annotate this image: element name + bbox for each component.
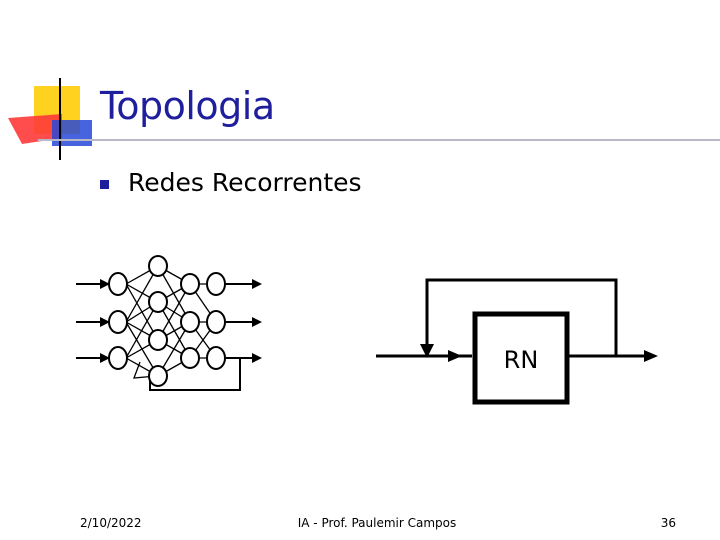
bullet-square-icon (100, 180, 109, 189)
hidden-neuron (180, 347, 200, 369)
title-underline (38, 139, 720, 141)
rn-block (472, 311, 570, 405)
output-arrowhead (644, 350, 658, 362)
hidden-neuron (148, 329, 168, 351)
hidden-neuron (148, 255, 168, 277)
deco-blue-square (52, 120, 92, 146)
output-neuron (206, 346, 226, 370)
rn-block-label: RN (504, 346, 539, 374)
output-neuron (206, 272, 226, 296)
feedback-arrowhead (420, 344, 434, 358)
hidden-neuron (148, 291, 168, 313)
rn-block-diagram: RN (376, 278, 658, 405)
arrowhead (252, 279, 262, 289)
input-neuron (108, 310, 128, 334)
bullet-text: Redes Recorrentes (128, 168, 362, 197)
footer-page-number: 36 (660, 516, 676, 530)
arrowhead (100, 317, 110, 327)
output-neuron (206, 310, 226, 334)
feedback-loop (149, 357, 241, 391)
arrowhead (100, 353, 110, 363)
input-neuron (108, 272, 128, 296)
arrowhead (252, 317, 262, 327)
footer-author: IA - Prof. Paulemir Campos (297, 516, 457, 530)
slide-title: Topologia (100, 84, 275, 128)
input-arrowhead (448, 350, 462, 362)
title-decoration (8, 78, 92, 160)
hidden-neuron (180, 273, 200, 295)
feedback-path (425, 278, 618, 356)
arrowhead (100, 279, 110, 289)
recurrent-network-diagram (76, 255, 262, 391)
input-neuron (108, 346, 128, 370)
deco-red-square (8, 114, 62, 144)
footer-date: 2/10/2022 (80, 516, 142, 530)
hidden-neuron (180, 311, 200, 333)
arrowhead (252, 353, 262, 363)
hidden-neuron (148, 365, 168, 387)
